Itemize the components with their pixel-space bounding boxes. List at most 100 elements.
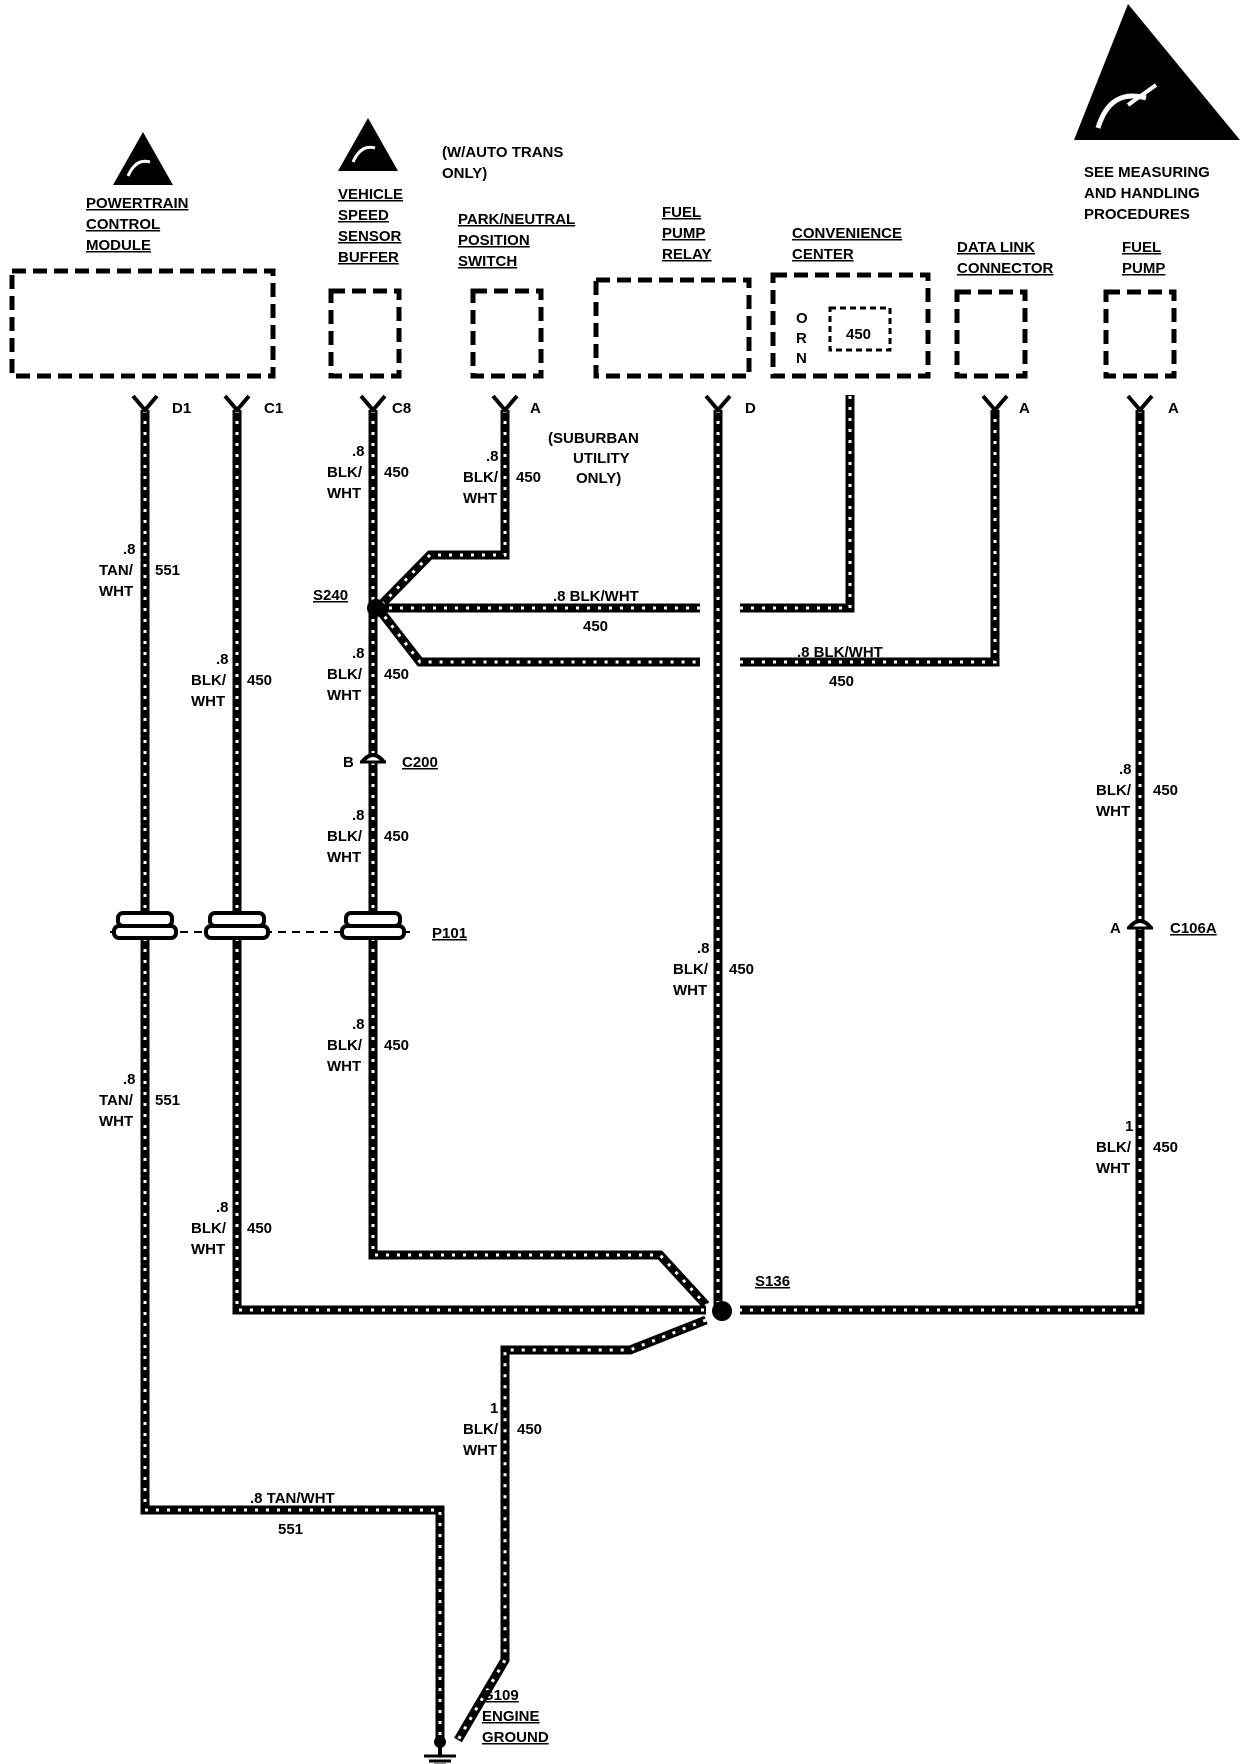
vss-label-3: SENSOR [338,228,402,245]
fuel-pump-label-1: FUEL [1122,239,1161,256]
wire-label: 551 [155,1092,180,1109]
dlc-label-2: CONNECTOR [957,260,1054,277]
wire-label: 450 [583,618,608,635]
pin-c200-b: B [343,754,354,771]
wire-label: .8 [352,1016,365,1033]
wire-label: WHT [673,982,707,999]
connector-p101-label: P101 [432,925,467,942]
pin-pnp-a: A [530,400,541,417]
wire-label: 450 [384,464,409,481]
pcm-label-3: MODULE [86,237,151,254]
wire-label: TAN/ [99,562,134,579]
pin-c106a-a: A [1110,920,1121,937]
suburban-note-3: ONLY) [576,470,621,487]
wire-label: BLK/ [1096,782,1132,799]
wire-label: .8 [123,541,136,558]
wire-label: WHT [191,1241,225,1258]
vss-label-2: SPEED [338,207,389,224]
wire-label: .8 [216,651,229,668]
wire-label: WHT [1096,1160,1130,1177]
wire-label: 450 [1153,1139,1178,1156]
splice-s240-label: S240 [313,587,348,604]
wire-label: BLK/ [1096,1139,1132,1156]
vss-label-1: VEHICLE [338,186,403,203]
wire-label: BLK/ [463,469,499,486]
auto-trans-note-2: ONLY) [442,165,487,182]
pin-c8: C8 [392,400,411,417]
wire-label: WHT [327,687,361,704]
fuel-pump-label-2: PUMP [1122,260,1165,277]
wire-label: 450 [384,1037,409,1054]
suburban-note-2: UTILITY [573,450,630,467]
fuse-circuit-label: 450 [846,326,871,343]
wire-label: BLK/ [327,666,363,683]
fuel-pump-box [1103,289,1177,379]
data-link-connector-box [954,289,1028,379]
wire-label: WHT [327,849,361,866]
fuel-pump-relay-box [593,277,752,379]
connector-c106a-symbol [1127,919,1153,930]
relay-label-1: FUEL [662,204,701,221]
esd-note-3: PROCEDURES [1084,206,1190,223]
wire-label: 450 [829,673,854,690]
wire-label: WHT [327,485,361,502]
relay-label-3: RELAY [662,246,711,263]
powertrain-control-module-box [9,268,276,379]
wire-label: 551 [155,562,180,579]
ground-label-1: G109 [482,1687,519,1704]
esd-warning-icon-vss [338,118,398,171]
pnp-label-3: SWITCH [458,253,517,270]
conv-letter-n: N [796,350,807,367]
wire-label: 450 [384,828,409,845]
dlc-label-1: DATA LINK [957,239,1035,256]
wire-label: 450 [1153,782,1178,799]
connector-c200-label: C200 [402,754,438,771]
esd-warning-icon-pcm [113,132,173,185]
pin-relay-d: D [745,400,756,417]
wire-label: 551 [278,1521,303,1538]
fuse-450 [828,306,892,352]
relay-label-2: PUMP [662,225,705,242]
wire-label: WHT [327,1058,361,1075]
pin-c1: C1 [264,400,283,417]
wire-label: TAN/ [99,1092,134,1109]
ground-label-3: GROUND [482,1729,549,1746]
wire-label: .8 [123,1071,136,1088]
pcm-label-2: CONTROL [86,216,160,233]
connector-c106a-label: C106A [1170,920,1217,937]
wire-label: .8 [216,1199,229,1216]
wire-label: BLK/ [191,672,227,689]
wire-label: 450 [247,672,272,689]
pnp-label-1: PARK/NEUTRAL [458,211,575,228]
pin-symbols [131,394,1154,414]
wire-label: .8 TAN/WHT [250,1490,335,1507]
wire-label: 450 [516,469,541,486]
wire-label: BLK/ [463,1421,499,1438]
wire-label: BLK/ [673,961,709,978]
suburban-note-1: (SUBURBAN [548,430,639,447]
splice-s136-dot [712,1301,732,1321]
wire-label: 450 [247,1220,272,1237]
wire-harness [140,395,1145,1743]
esd-note-2: AND HANDLING [1084,185,1200,202]
vss-label-4: BUFFER [338,249,399,266]
wire-label: .8 [352,645,365,662]
wire-label: 450 [517,1421,542,1438]
vss-buffer-box [328,288,402,379]
wire-label: WHT [99,583,133,600]
wire-label: .8 [352,443,365,460]
auto-trans-note-1: (W/AUTO TRANS [442,144,563,161]
connector-p101-symbol [110,911,410,940]
splice-s240-dot [367,599,385,617]
wire-label: BLK/ [327,828,363,845]
conv-center-label-1: CONVENIENCE [792,225,902,242]
wire-label: 1 [1125,1118,1133,1135]
wire-stripes [143,395,1142,1742]
wire-label: BLK/ [327,1037,363,1054]
conv-letter-r: R [796,330,807,347]
pin-d1: D1 [172,400,191,417]
pin-fp-a: A [1168,400,1179,417]
wire-label: 450 [384,666,409,683]
wire-label: .8 [352,807,365,824]
